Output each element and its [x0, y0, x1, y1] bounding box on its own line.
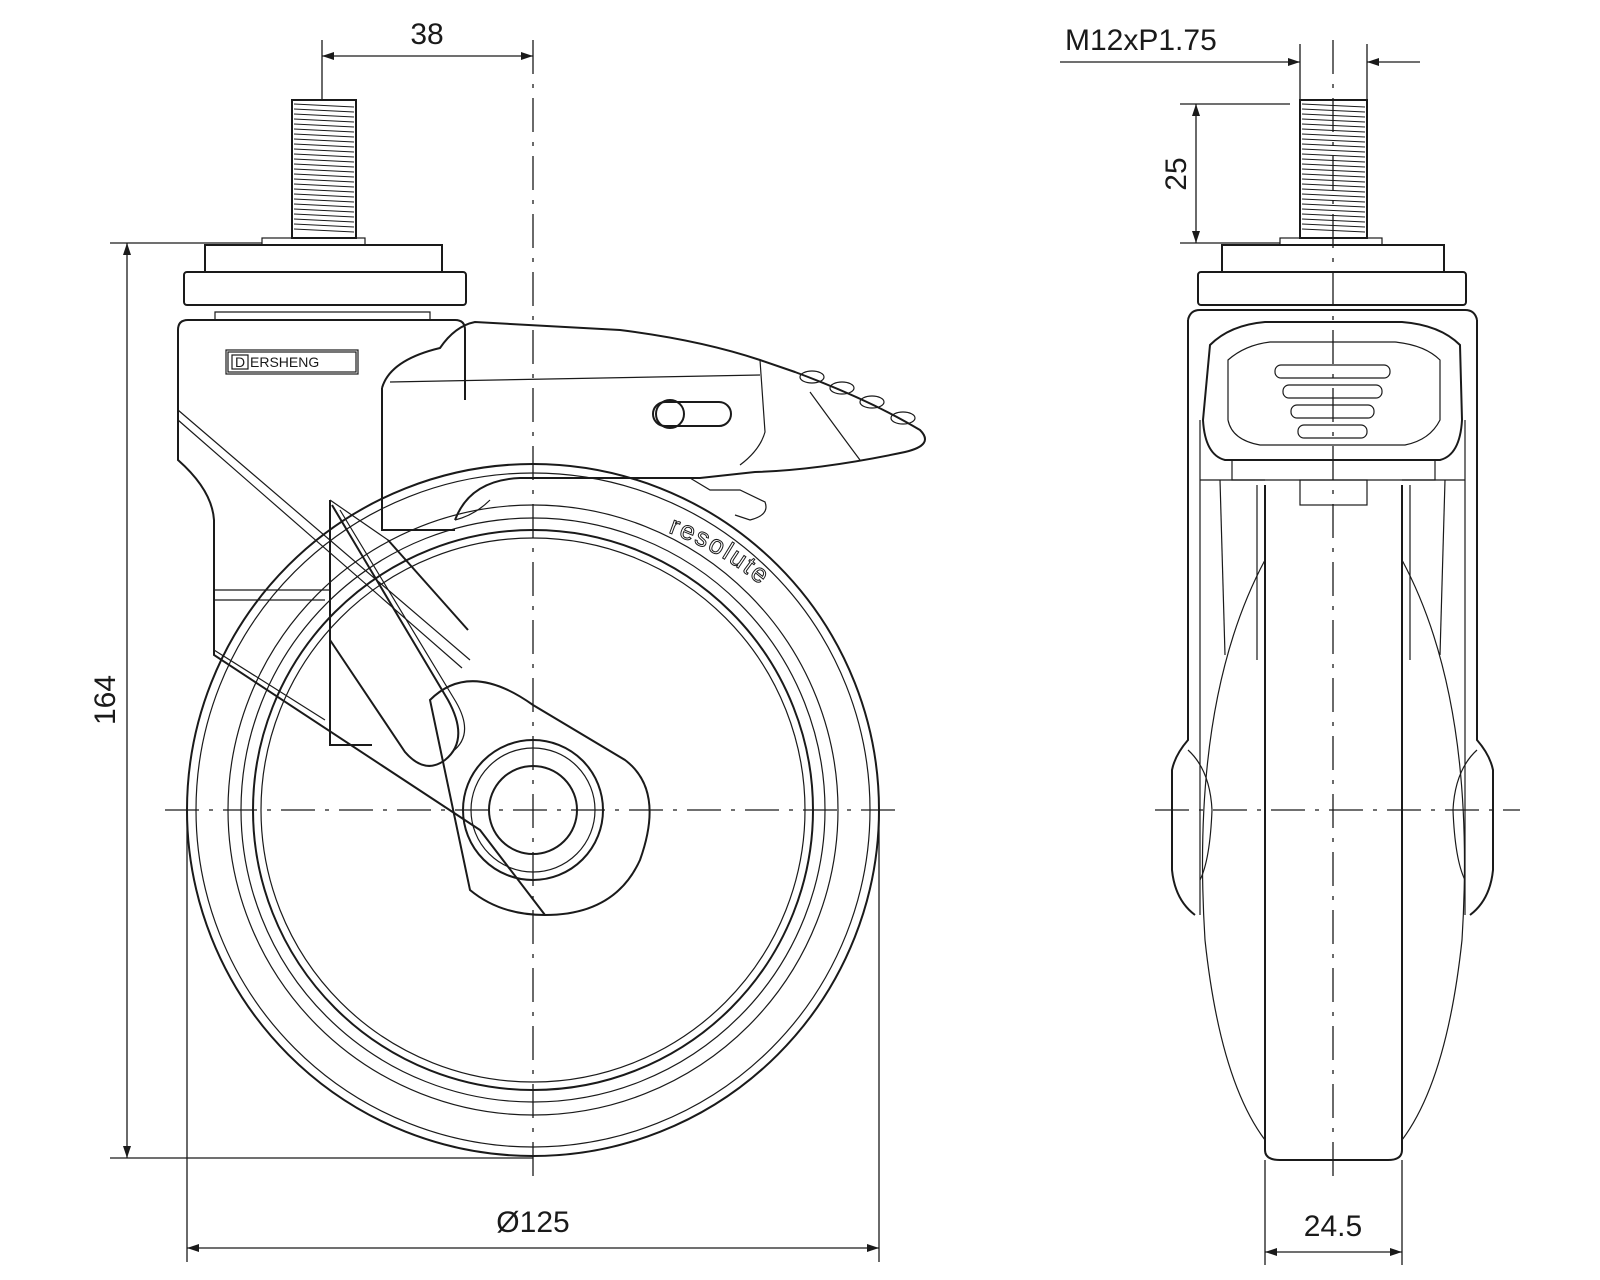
- brand-name: ERSHENG: [250, 354, 319, 370]
- dimension-thread: M12xP1.75: [1060, 24, 1420, 100]
- offset-value: 38: [410, 18, 443, 51]
- thread-line: [293, 113, 355, 118]
- fork-arm: [177, 409, 546, 916]
- thread-line: [293, 228, 355, 233]
- thread-line: [293, 188, 355, 193]
- thread-line: [293, 138, 355, 143]
- side-view: D ERSHENG resolute: [89, 18, 926, 1262]
- thread-line: [1301, 203, 1366, 208]
- wheel-diameter-value: Ø125: [496, 1206, 569, 1239]
- wheel-width-value: 24.5: [1304, 1210, 1362, 1243]
- thread-line: [1301, 208, 1366, 213]
- thread-line: [293, 128, 355, 133]
- thread-line: [293, 213, 355, 218]
- dimension-stem-length: 25: [1160, 103, 1290, 244]
- dimension-wheel-diameter: Ø125: [186, 810, 880, 1262]
- thread-line: [293, 133, 355, 138]
- thread-line: [293, 208, 355, 213]
- thread-line: [293, 173, 355, 178]
- dimension-offset: 38: [321, 18, 533, 100]
- front-fork: [1171, 320, 1494, 916]
- thread-line: [293, 203, 355, 208]
- dimension-height: 164: [89, 242, 533, 1159]
- swivel-head: [177, 237, 467, 410]
- thread-value: M12xP1.75: [1065, 24, 1217, 57]
- thread-line: [293, 108, 355, 113]
- dimension-wheel-width: 24.5: [1264, 1160, 1403, 1265]
- thread-line: [293, 158, 355, 163]
- thread-line: [293, 153, 355, 158]
- thread-line: [1301, 193, 1366, 198]
- thread-line: [293, 178, 355, 183]
- side-threaded-stem: [291, 99, 357, 239]
- front-view: M12xP1.75 25 24.5: [1060, 24, 1520, 1265]
- thread-line: [1301, 133, 1366, 138]
- stem-length-value: 25: [1160, 157, 1193, 190]
- tire-brand-text: resolute: [666, 510, 777, 591]
- thread-line: [293, 123, 355, 128]
- brand-plate: D ERSHENG: [225, 349, 359, 375]
- thread-line: [293, 183, 355, 188]
- thread-line: [1301, 138, 1366, 143]
- height-value: 164: [89, 675, 122, 725]
- thread-line: [1301, 148, 1366, 153]
- front-wheel: [1201, 485, 1466, 1161]
- thread-line: [293, 198, 355, 203]
- thread-line: [293, 193, 355, 198]
- brand-mark: D: [235, 354, 245, 370]
- thread-line: [293, 118, 355, 123]
- thread-line: [293, 223, 355, 228]
- brake-pedal: [381, 320, 926, 531]
- thread-line: [293, 148, 355, 153]
- thread-line: [293, 218, 355, 223]
- thread-line: [293, 163, 355, 168]
- thread-line: [293, 168, 355, 173]
- thread-line: [1301, 153, 1366, 158]
- thread-line: [293, 143, 355, 148]
- thread-line: [293, 103, 355, 108]
- thread-line: [1301, 188, 1366, 193]
